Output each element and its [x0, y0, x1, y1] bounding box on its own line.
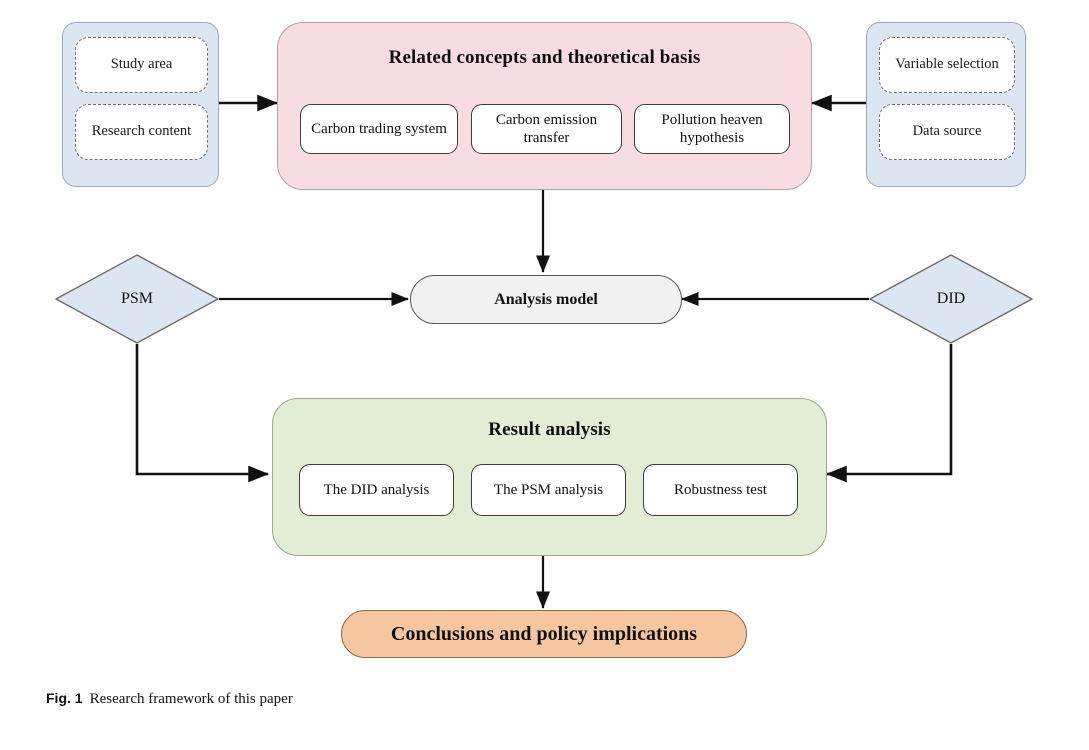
diamond-did-shape — [869, 254, 1033, 344]
concepts-item-1[interactable]: Carbon emission transfer — [471, 104, 622, 154]
inputs-panel-right: Variable selection Data source — [866, 22, 1026, 187]
diamond-did-label: DID — [936, 290, 966, 307]
diamond-psm[interactable]: PSM — [55, 254, 219, 344]
connector-did-to-results — [825, 344, 953, 483]
inputs-right-item-1[interactable]: Data source — [879, 104, 1015, 160]
inputs-left-item-0[interactable]: Study area — [75, 37, 208, 93]
connector-psm-to-results — [135, 344, 270, 483]
diamond-psm-label: PSM — [120, 290, 154, 307]
results-item-2[interactable]: Robustness test — [643, 464, 798, 516]
inputs-left-item-0-label: Study area — [110, 56, 173, 73]
inputs-panel-left: Study area Research content — [62, 22, 219, 187]
concepts-panel-title: Related concepts and theoretical basis — [388, 47, 701, 68]
diamond-did[interactable]: DID — [869, 254, 1033, 344]
concepts-item-0-label: Carbon trading system — [311, 120, 447, 137]
results-panel: Result analysis The DID analysis The PSM… — [272, 398, 827, 556]
concepts-item-2-label: Pollution heaven hypothesis — [661, 111, 763, 146]
analysis-model-node[interactable]: Analysis model — [410, 275, 682, 324]
concepts-panel: Related concepts and theoretical basis C… — [277, 22, 812, 190]
inputs-left-item-1[interactable]: Research content — [75, 104, 208, 160]
inputs-right-item-1-label: Data source — [912, 123, 982, 140]
results-item-1[interactable]: The PSM analysis — [471, 464, 626, 516]
conclusion-label: Conclusions and policy implications — [390, 622, 698, 645]
results-panel-title: Result analysis — [488, 419, 611, 440]
analysis-model-label: Analysis model — [494, 290, 598, 308]
concepts-item-0[interactable]: Carbon trading system — [300, 104, 458, 154]
conclusion-node[interactable]: Conclusions and policy implications — [341, 610, 747, 658]
concepts-item-1-label: Carbon emission transfer — [495, 111, 598, 146]
results-item-0-label: The DID analysis — [323, 481, 430, 498]
inputs-left-item-1-label: Research content — [91, 123, 192, 140]
concepts-item-2[interactable]: Pollution heaven hypothesis — [634, 104, 790, 154]
results-item-0[interactable]: The DID analysis — [299, 464, 454, 516]
diamond-psm-shape — [55, 254, 219, 344]
inputs-right-item-0-label: Variable selection — [895, 56, 999, 73]
figure-caption-text: Research framework of this paper — [89, 691, 293, 707]
figure-caption: Fig. 1 Research framework of this paper — [46, 690, 293, 708]
results-item-1-label: The PSM analysis — [493, 481, 604, 498]
results-item-2-label: Robustness test — [674, 481, 767, 498]
figure-caption-label: Fig. 1 — [46, 690, 83, 706]
inputs-right-item-0[interactable]: Variable selection — [879, 37, 1015, 93]
